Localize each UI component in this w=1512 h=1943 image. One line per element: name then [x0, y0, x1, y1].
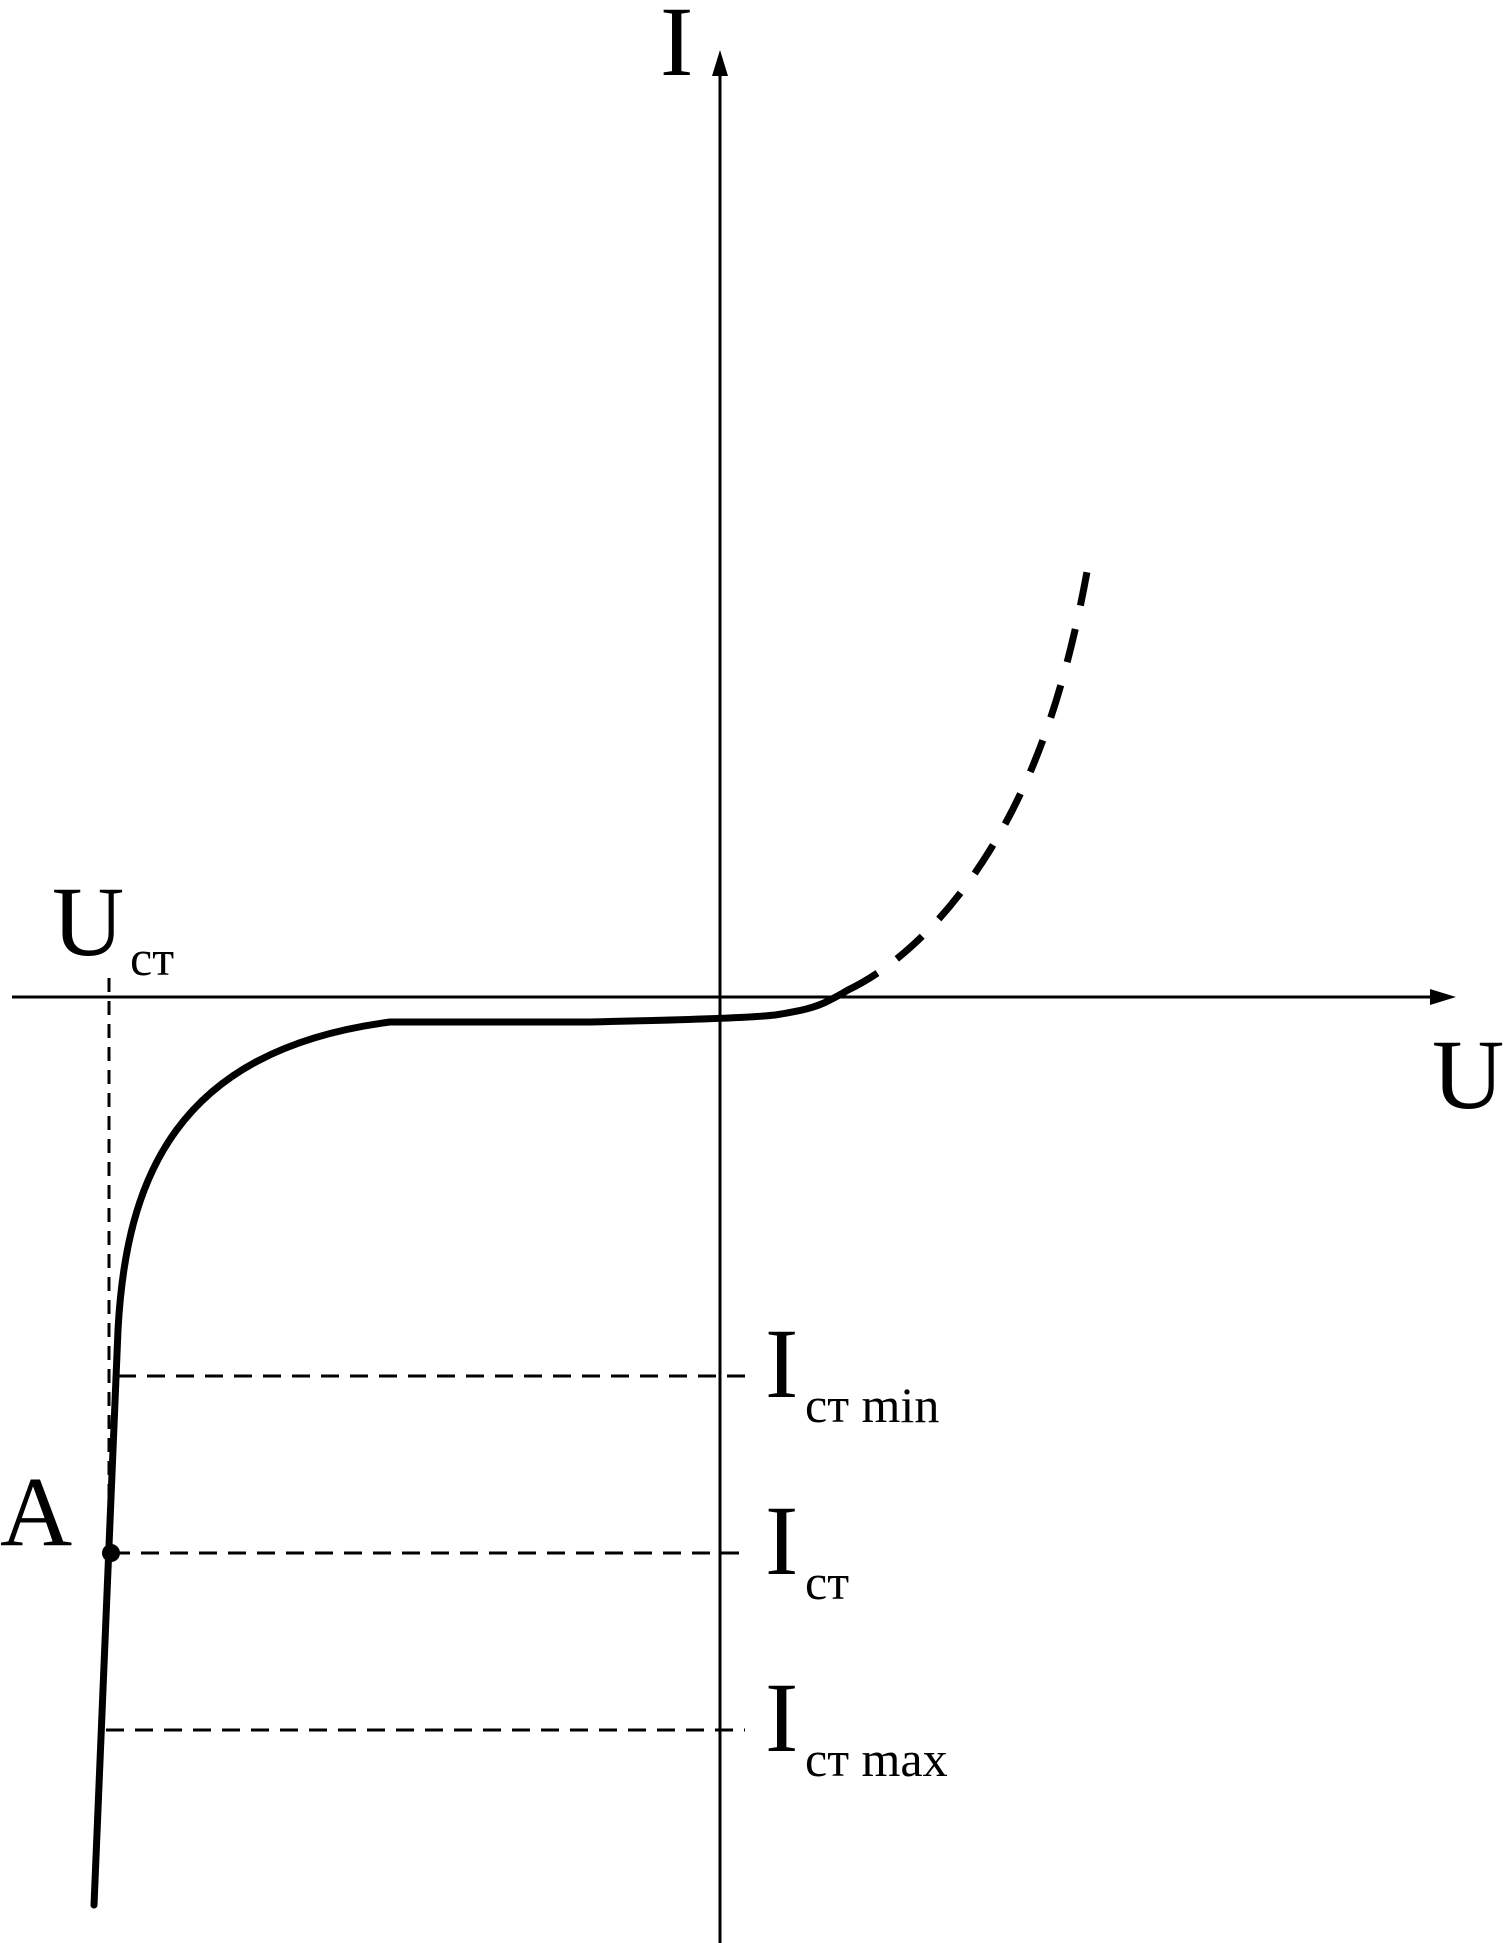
i-st-max-label: I	[765, 1662, 798, 1773]
point-a-label: A	[0, 1456, 72, 1567]
i-st-max-subscript: ст max	[805, 1731, 948, 1787]
iv-characteristic-curve	[90, 986, 852, 1909]
i-st-subscript: ст	[805, 1554, 849, 1610]
u-st-subscript: ст	[130, 930, 174, 986]
u-axis-arrow	[1430, 989, 1456, 1005]
u-st-label: U	[52, 866, 124, 977]
u-axis-label: U	[1432, 1019, 1504, 1130]
i-st-min-subscript: ст min	[805, 1377, 939, 1433]
i-axis-arrow	[712, 50, 728, 76]
i-axis-label: I	[660, 0, 693, 97]
point-a-marker	[102, 1544, 120, 1562]
i-st-label: I	[765, 1485, 798, 1596]
iv-forward-dashed-curve	[846, 554, 1094, 994]
i-st-min-label: I	[765, 1308, 798, 1419]
